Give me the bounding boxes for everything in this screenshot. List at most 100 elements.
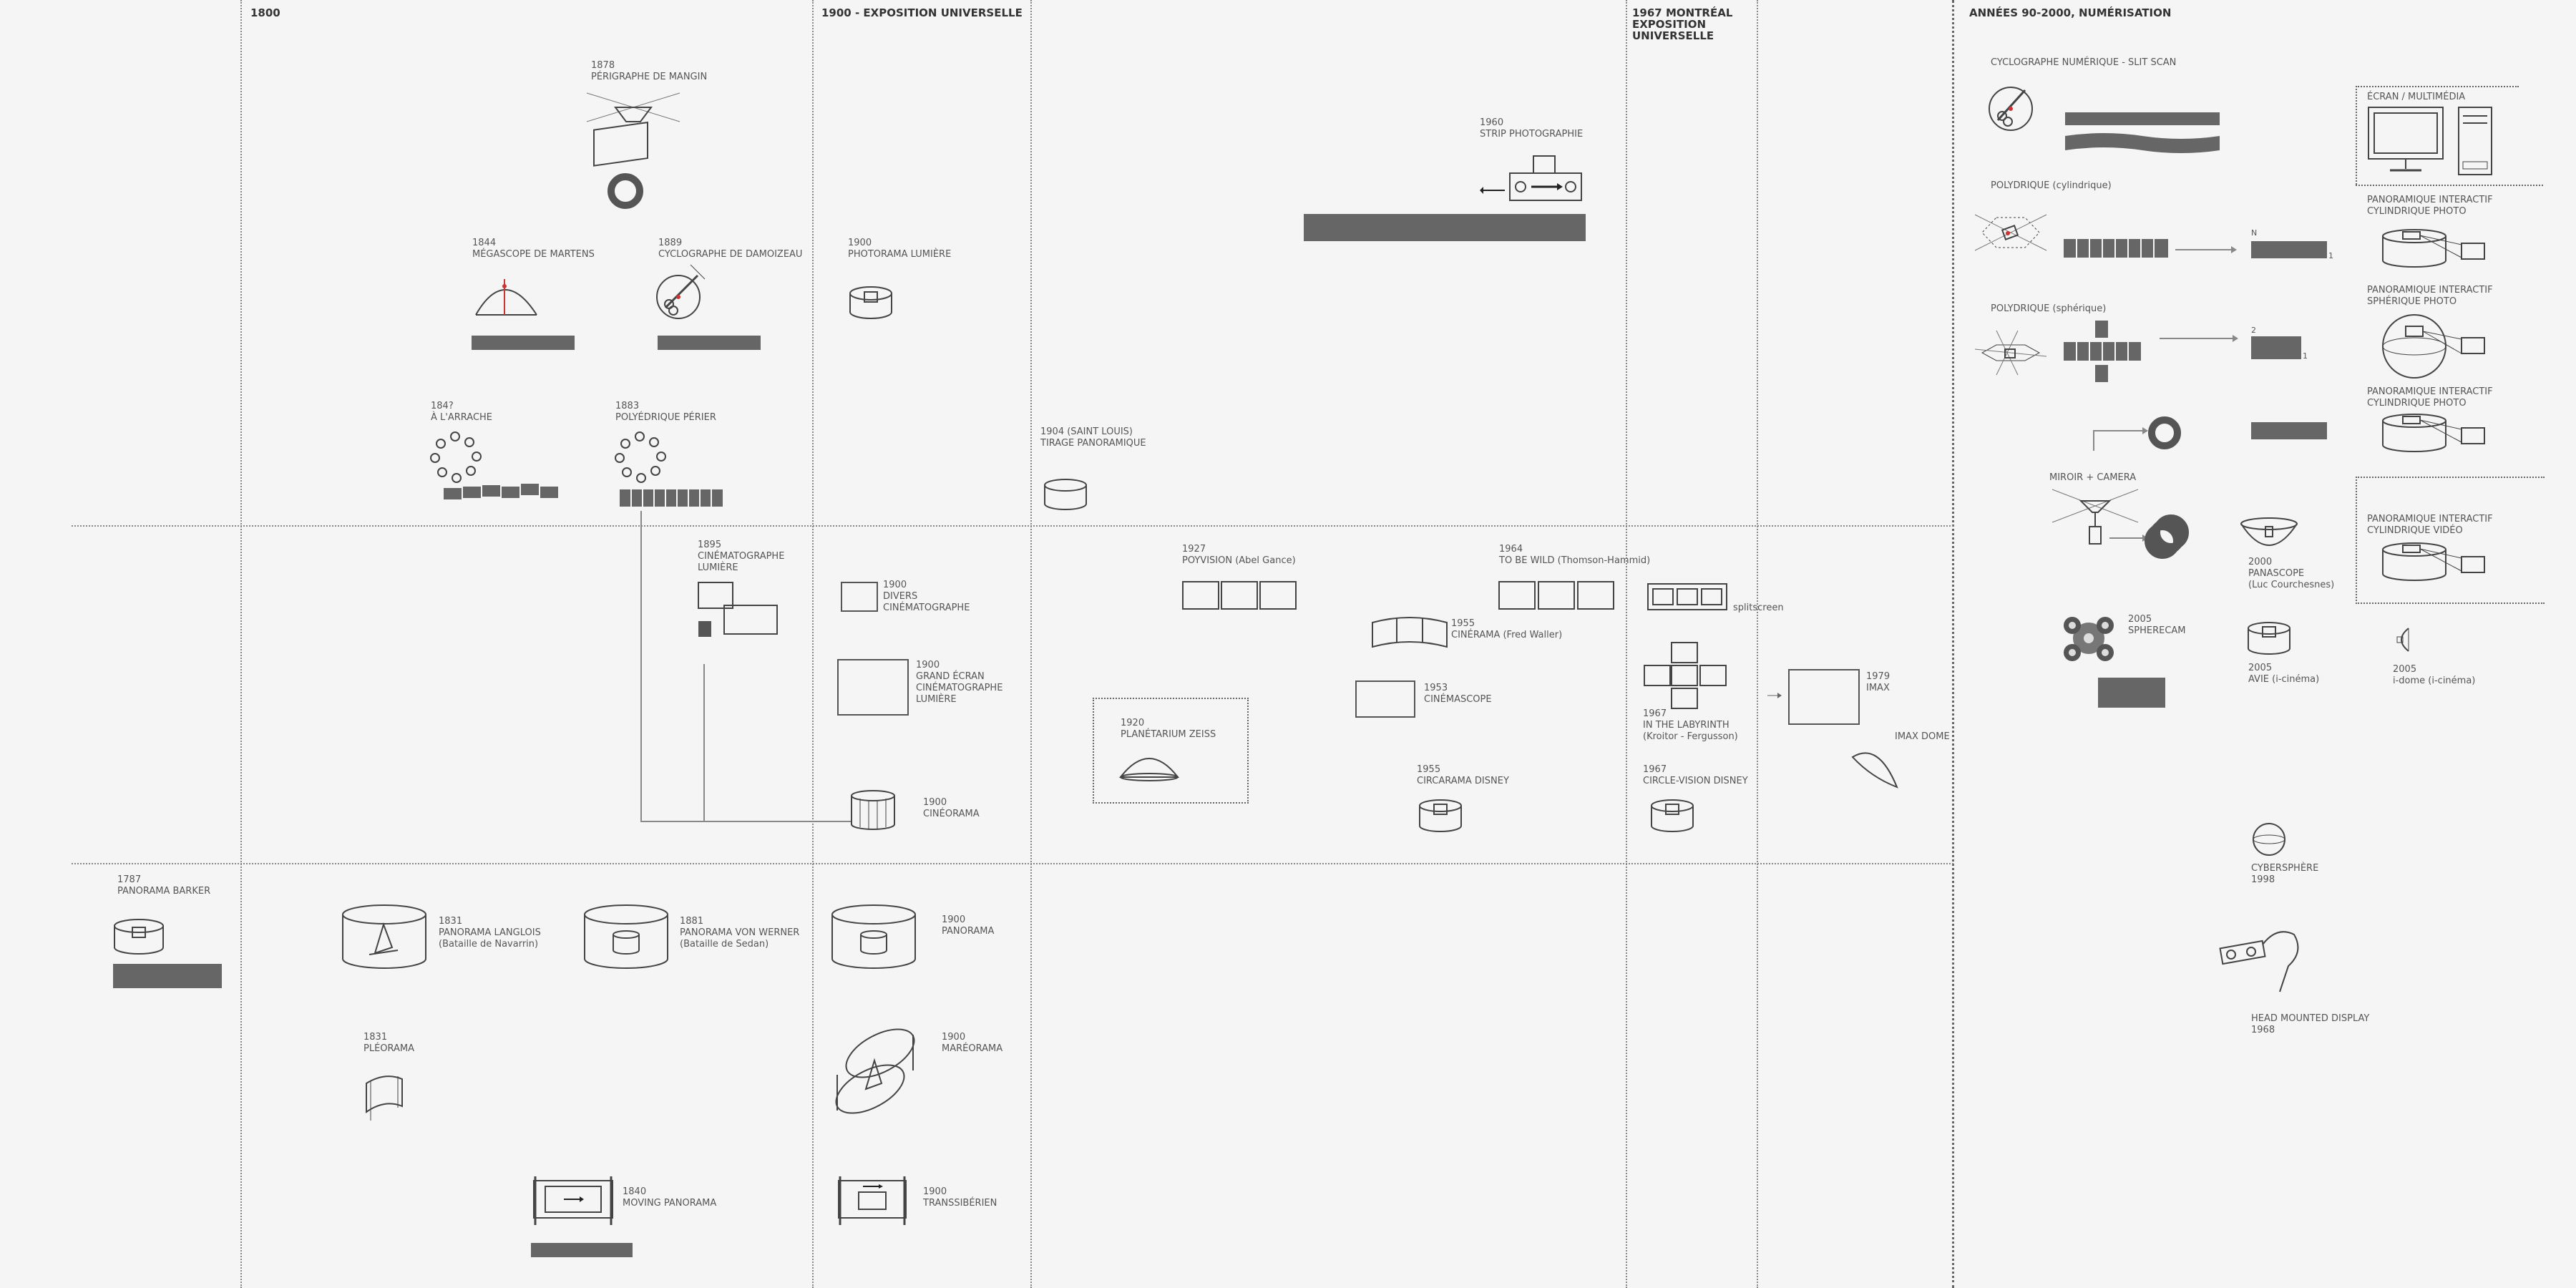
tobewild-screens-icon <box>1498 581 1614 610</box>
photorama-icon <box>849 286 892 319</box>
ecran-frame <box>2356 86 2519 185</box>
label-divers: 1900 DIVERS CINÉMATOGRAPHE <box>883 580 970 613</box>
transsiberien-icon <box>838 1176 907 1225</box>
label-idome: 2005 i-dome (i-cinéma) <box>2393 664 2476 686</box>
langlois-icon <box>342 904 426 969</box>
divider-1967b <box>1757 0 1758 1288</box>
imaxdome-icon <box>1851 752 1898 789</box>
divider-90s <box>1952 0 1954 1288</box>
megascope-strip <box>472 336 575 350</box>
computer-icon <box>2368 107 2492 175</box>
label-cyclographe: 1889 CYCLOGRAPHE DE DAMOIZEAU <box>658 238 803 260</box>
label-perigraphe: 1878 PÉRIGRAPHE DE MANGIN <box>591 60 708 82</box>
label-megascope: 1844 MÉGASCOPE DE MARTENS <box>472 238 595 260</box>
label-labyrinth: 1967 IN THE LABYRINTH (Kroitor - Ferguss… <box>1643 708 1738 742</box>
pano-cyl-video-icon <box>2382 542 2485 581</box>
divider-1800 <box>240 0 242 1288</box>
label-pano-sph-photo: PANORAMIQUE INTERACTIF SPHÉRIQUE PHOTO <box>2367 285 2493 307</box>
mareorama-icon <box>835 1028 915 1114</box>
moving-panorama-icon <box>533 1176 613 1225</box>
slitscan-wave-strip <box>2065 133 2220 153</box>
label-hmd: HEAD MOUNTED DISPLAY 1968 <box>2251 1013 2370 1035</box>
polysph-strip-icon <box>2064 321 2141 382</box>
arrache-strip-icon <box>444 484 558 499</box>
label-cinematographe: 1895 CINÉMATOGRAPHE LUMIÈRE <box>698 540 785 573</box>
planetarium-dome-icon <box>1118 758 1180 781</box>
polycyl-result <box>2251 241 2327 258</box>
planetarium-frame <box>1093 698 1249 804</box>
hmd-icon <box>2219 931 2299 992</box>
pano-frame-2 <box>2356 477 2545 604</box>
label-polyedrique: 1883 POLYÉDRIQUE PÉRIER <box>615 401 716 423</box>
label-barker: 1787 PANORAMA BARKER <box>117 874 211 897</box>
pano-frame-1 <box>2356 185 2543 193</box>
cyclographe-icon <box>656 264 706 319</box>
label-slitscan: CYCLOGRAPHE NUMÉRIQUE - SLIT SCAN <box>1991 57 2177 68</box>
pleorama-icon <box>366 1075 403 1121</box>
label-imax: 1979 IMAX <box>1866 671 1890 693</box>
cybersphere-icon <box>2253 823 2285 856</box>
era-1800: 1800 <box>250 6 280 19</box>
pano-cyl-photo2-icon <box>2382 414 2485 452</box>
label-panascope: 2000 PANASCOPE (Luc Courchesnes) <box>2248 557 2335 590</box>
label-ecran: ÉCRAN / MULTIMÉDIA <box>2367 92 2466 102</box>
era-1967: 1967 MONTRÉAL EXPOSITION UNIVERSELLE <box>1632 6 1733 42</box>
label-polysph: POLYDRIQUE (sphérique) <box>1991 303 2107 314</box>
label-moving: 1840 MOVING PANORAMA <box>623 1186 717 1209</box>
polycyl-strip-icon <box>2064 239 2168 258</box>
polycyl-arrow <box>2175 246 2237 253</box>
pano-sph-photo-icon <box>2382 314 2485 379</box>
cinerama-icon <box>1372 617 1448 648</box>
label-one: 1 <box>2328 251 2333 260</box>
imax-arrow-icon <box>1767 693 1782 698</box>
saintlouis-drum-icon <box>1044 479 1087 510</box>
label-planetarium: 1920 PLANÉTARIUM ZEISS <box>1121 718 1216 740</box>
barker-strip <box>113 964 222 988</box>
slitscan-icon <box>1989 87 2033 131</box>
cineorama-icon <box>851 790 895 830</box>
label-tobewild: 1964 TO BE WILD (Thomson-Hammid) <box>1499 544 1651 566</box>
label-n: N <box>2251 228 2258 238</box>
label-pano-cyl-photo: PANORAMIQUE INTERACTIF CYLINDRIQUE PHOTO <box>2367 195 2493 217</box>
label-transsiberien: 1900 TRANSSIBÉRIEN <box>923 1186 997 1209</box>
label-one-b: 1 <box>2303 351 2308 361</box>
label-spherecam: 2005 SPHERECAM <box>2128 614 2186 636</box>
divers-screen <box>841 582 878 612</box>
circlevision-icon <box>1651 799 1694 832</box>
label-vonwerner: 1881 PANORAMA VON WERNER (Bataille de Se… <box>680 916 800 950</box>
label-pano-cyl-video: PANORAMIQUE INTERACTIF CYLINDRIQUE VIDÉO <box>2367 514 2493 536</box>
arrache-ring-icon <box>430 431 482 483</box>
label-splitscreen: splitscreen <box>1733 602 1784 613</box>
polyedrique-ring-icon <box>615 431 666 483</box>
pano-cyl-photo-icon <box>2382 229 2485 268</box>
imax-screen <box>1788 669 1860 725</box>
circarama-icon <box>1419 799 1462 832</box>
label-miroir: MIROIR + CAMERA <box>2049 472 2137 483</box>
era-1900: 1900 - EXPOSITION UNIVERSELLE <box>821 6 1023 19</box>
cinematographe-icon <box>698 582 778 637</box>
label-pano-cyl-photo2: PANORAMIQUE INTERACTIF CYLINDRIQUE PHOTO <box>2367 386 2493 409</box>
label-panorama1900: 1900 PANORAMA <box>942 914 995 937</box>
label-mareorama: 1900 MARÉORAMA <box>942 1032 1003 1054</box>
label-avie: 2005 AVIE (i-cinéma) <box>2248 663 2320 685</box>
panascope-icon <box>2240 517 2298 546</box>
perigraphe-icon <box>586 92 680 209</box>
label-arrache: 184? À L'ARRACHE <box>431 401 493 423</box>
divider-1900b <box>1030 0 1032 1288</box>
labyrinth-cross-icon <box>1644 642 1727 709</box>
polyedrique-strip-icon <box>620 489 723 507</box>
label-langlois: 1831 PANORAMA LANGLOIS (Bataille de Nava… <box>439 916 541 950</box>
era-90s: ANNÉES 90-2000, NUMÉRISATION <box>1969 6 2172 19</box>
grandecran-screen <box>837 659 909 716</box>
polyvision-screens-icon <box>1182 581 1297 610</box>
row-divider-2 <box>72 863 1953 864</box>
miroir-camera-icon <box>2051 489 2189 559</box>
cyclographe-strip <box>658 336 761 350</box>
polysph-arrow <box>2160 335 2238 342</box>
label-grandecran: 1900 GRAND ÉCRAN CINÉMATOGRAPHE LUMIÈRE <box>916 660 1003 705</box>
label-imaxdome: IMAX DOME <box>1895 731 1950 742</box>
label-photorama: 1900 PHOTORAMA LUMIÈRE <box>848 238 952 260</box>
label-strip: 1960 STRIP PHOTOGRAPHIE <box>1480 117 1584 140</box>
vonwerner-icon <box>584 904 668 969</box>
ring-result <box>2251 422 2327 439</box>
